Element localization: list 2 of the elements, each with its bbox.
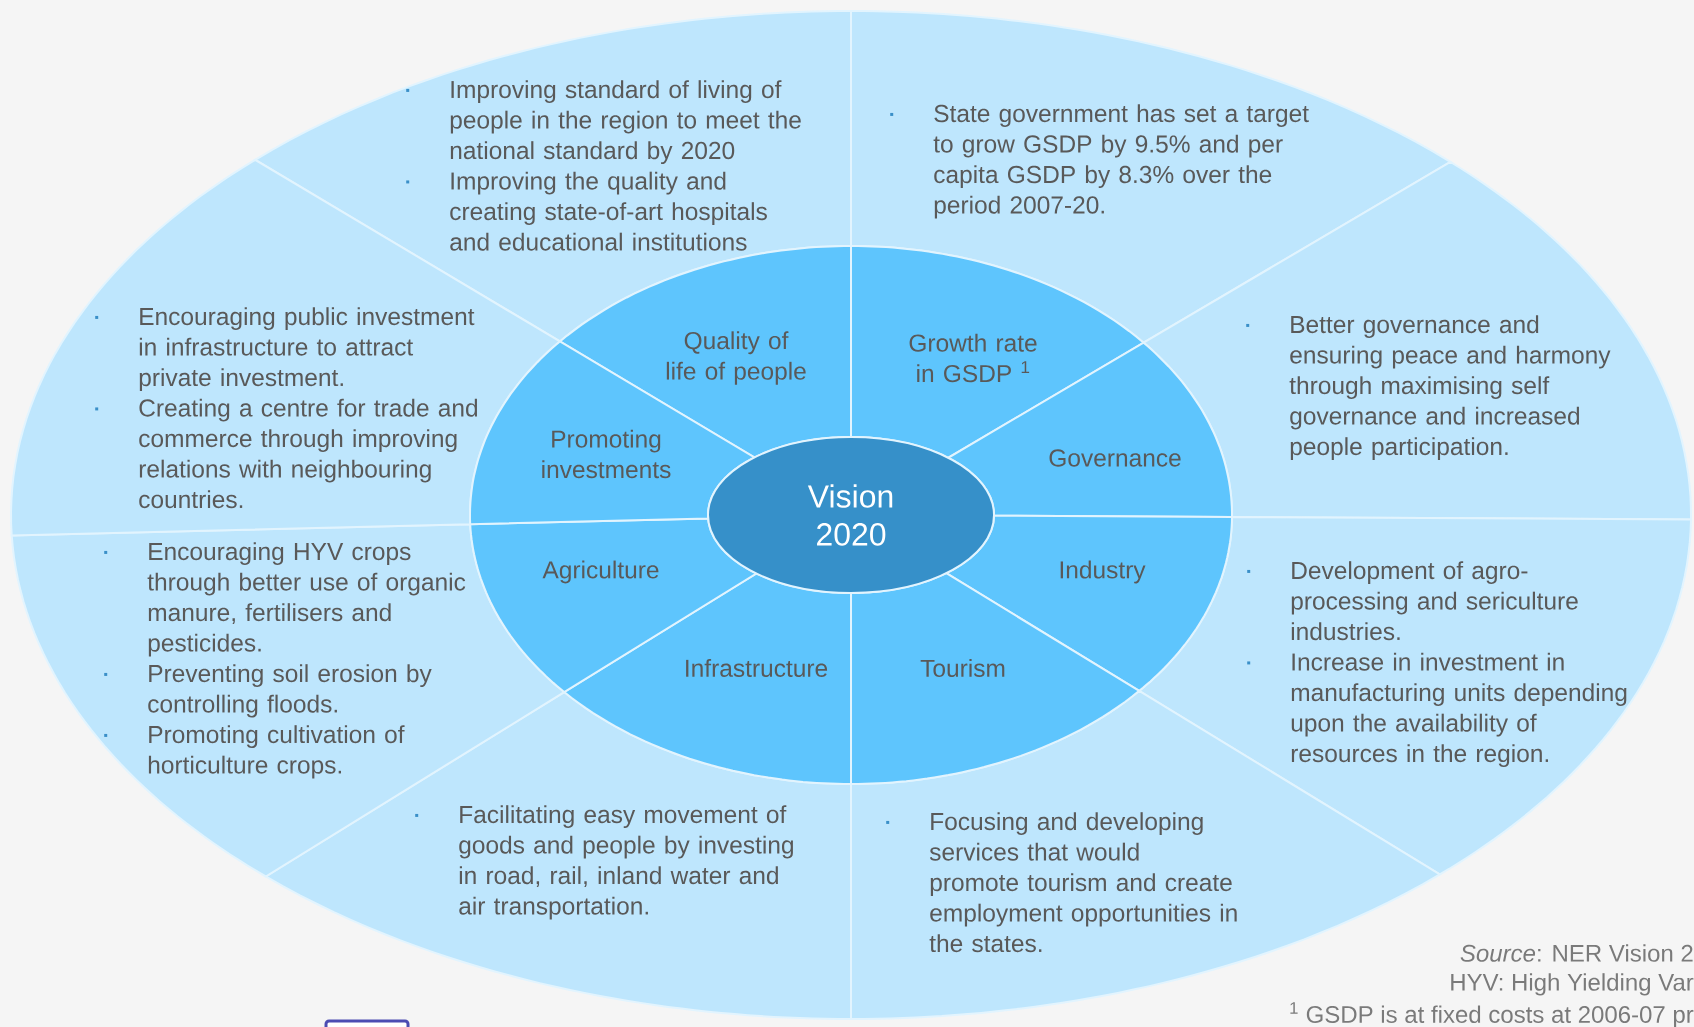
node-label: Development of agro-processing and sericulture industries. <box>1291 561 1578 641</box>
footnote: Source: NER Vision 2 <box>1460 944 1693 962</box>
